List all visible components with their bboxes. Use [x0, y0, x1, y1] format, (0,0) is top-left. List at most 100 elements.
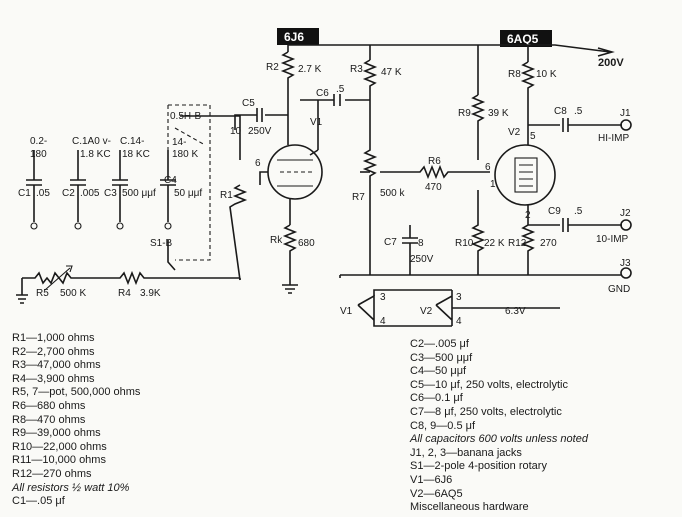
c8-value: .5 [574, 106, 583, 117]
heater-v1 [357, 294, 375, 321]
s1-linkage [167, 104, 211, 261]
r1-label: R1 [220, 190, 233, 201]
j2-jack [620, 219, 632, 231]
part-r8: R8—470 ohms [12, 413, 86, 426]
rk-value: 680 [298, 238, 315, 249]
c6-capacitor [300, 94, 370, 150]
part-r12: R12—270 ohms [12, 467, 92, 480]
v1-label: V1 [310, 117, 323, 128]
sw-pos3: C.14- [120, 136, 144, 147]
v1-leads [259, 115, 319, 225]
part-c2: C2—.005 μf [410, 338, 469, 350]
ground-symbol-v1 [282, 284, 298, 294]
part-r11: R11—10,000 ohms [12, 454, 106, 467]
sw-pos5: 14- [172, 137, 186, 148]
c7-capacitor [402, 225, 418, 275]
r5-value: 500 K [60, 288, 86, 299]
r8-label: R8 [508, 69, 521, 80]
part-capacitor-note: All capacitors 600 volts unless noted [410, 433, 588, 446]
sw-pos2b: 1.8 KC [80, 149, 111, 160]
r8-resistor [520, 61, 536, 145]
c9-label: C9 [548, 206, 561, 217]
v1-tube-elements [277, 159, 313, 187]
c4-label: C4 [164, 175, 177, 186]
c7-volt: 250V [410, 254, 434, 265]
heater-v1-pin3: 3 [380, 292, 386, 303]
j3-jack [620, 267, 632, 279]
c7-label: C7 [384, 237, 397, 248]
v2-grids [519, 164, 533, 187]
r8-value: 10 K [536, 69, 557, 80]
r4-label: R4 [118, 288, 131, 299]
b-plus-rail [287, 44, 611, 95]
c3-value: 500 μμf [122, 188, 156, 199]
heater-v1-pin4: 4 [380, 316, 386, 327]
parts-list-right: C2—.005 μf C3—500 μμf C4—50 μμf C5—10 μf… [410, 338, 588, 515]
r2-label: R2 [266, 62, 279, 73]
r7-label: R7 [352, 192, 365, 203]
b-plus-label: 200V [598, 57, 624, 69]
c3-terminal [116, 222, 124, 230]
ground-bus [21, 274, 622, 295]
heater-v2-pin4: 4 [456, 316, 462, 327]
ground-symbol-left [16, 294, 28, 304]
r3-value: 47 K [381, 67, 402, 78]
v2-name: 6AQ5 [507, 32, 539, 46]
r3-label: R3 [350, 64, 363, 75]
v1-name-box [277, 28, 319, 45]
j2-label: J2 [620, 208, 631, 219]
sw-pos1: 0.2- [30, 136, 47, 147]
sw-pos1b: 180 [30, 149, 47, 160]
c5-v: 10 [230, 126, 242, 137]
r9-resistor [470, 94, 486, 160]
sw-pos2: C.1A0 v- [72, 136, 111, 147]
c4-value: 50 μμf [174, 188, 202, 199]
part-v1: V1—6J6 [410, 473, 453, 486]
c7-value: 8 [418, 238, 424, 249]
v2-label: V2 [508, 127, 521, 138]
v1-name: 6J6 [284, 30, 304, 44]
parts-list-left: R1—1,000 ohms R2—2,700 ohms R3—47,000 oh… [12, 332, 140, 509]
part-resistor-note: All resistors ½ watt 10% [12, 481, 130, 494]
v2-pin1: 1 [490, 179, 496, 190]
c1-terminal [30, 222, 38, 230]
j1-jack [620, 119, 632, 131]
part-r4: R4—3,900 ohms [12, 372, 95, 385]
part-r5-r7: R5, 7—pot, 500,000 ohms [12, 386, 141, 399]
c6-value: .5 [336, 84, 345, 95]
r10-label: R10 [455, 238, 474, 249]
b-plus-arrow [597, 47, 615, 57]
v2-tube-elements [514, 157, 538, 193]
r7-value: 500 k [380, 188, 405, 199]
c8-capacitor [528, 118, 622, 132]
j3-label: J3 [620, 258, 631, 269]
r6-resistor [380, 164, 490, 180]
c5-capacitor [234, 108, 288, 130]
r9-value: 39 K [488, 108, 509, 119]
r10-resistor [470, 190, 486, 275]
v2-tube-envelope [494, 144, 556, 206]
r12-value: 270 [540, 238, 557, 249]
c2-terminal [74, 222, 82, 230]
r4-value: 3.9K [140, 288, 161, 299]
r5-label: R5 [36, 288, 49, 299]
c3-label: C3 [104, 188, 117, 199]
r5-r4-chain [22, 270, 240, 286]
r6-label: R6 [428, 156, 441, 167]
part-r9: R9—39,000 ohms [12, 427, 101, 440]
v1-pin: 6 [255, 158, 261, 169]
v2-pin6: 6 [485, 162, 491, 173]
v2-pin5: 5 [530, 131, 536, 142]
c5-label: C5 [242, 98, 255, 109]
part-c7: C7—8 μf, 250 volts, electrolytic [410, 405, 562, 418]
c1-label: C1 [18, 188, 31, 199]
r9-label: R9 [458, 108, 471, 119]
c1-value: .05 [36, 188, 50, 199]
part-r10: R10—22,000 ohms [12, 440, 107, 453]
part-hardware: Miscellaneous hardware [410, 501, 529, 514]
r2-value: 2.7 K [298, 64, 322, 75]
part-c1: C1—.05 μf [12, 495, 65, 508]
j1-label: J1 [620, 108, 631, 119]
r12-c9 [520, 205, 622, 275]
